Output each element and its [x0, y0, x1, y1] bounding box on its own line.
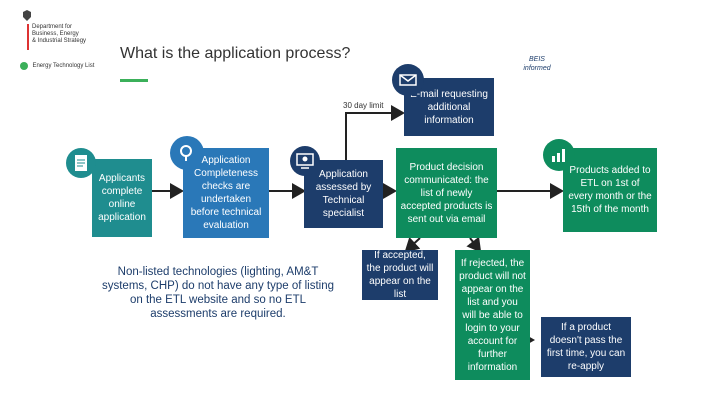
step-decision: Product decision communicated: the list … [396, 148, 497, 238]
step-applicants-text: Applicants complete online application [98, 173, 146, 223]
step-added-text: Products added to ETL on 1st of every mo… [568, 165, 652, 215]
step-decision-text: Product decision communicated: the list … [400, 161, 493, 225]
logo-line-1: Department for [32, 24, 73, 30]
page-title: What is the application process? [120, 45, 351, 62]
step-rejected-text: If rejected, the product will not appear… [459, 257, 526, 373]
title-accent-bar [120, 79, 148, 82]
beis-informed-label: BEIS informed [523, 56, 551, 72]
thirty-day-limit-label: 30 day limit [343, 101, 384, 110]
step-completeness: Application Completeness checks are unde… [183, 148, 269, 238]
crest-icon [22, 10, 32, 22]
arrow-assessed-to-email [345, 105, 405, 160]
envelope-icon [392, 64, 424, 96]
arrow-decision-to-accepted [404, 236, 421, 253]
step-applicants: Applicants complete online application [92, 159, 152, 237]
step-reapply: If a product doesn't pass the first time… [541, 317, 631, 377]
step-completeness-text: Application Completeness checks are unde… [190, 155, 262, 231]
step-assessed-text: Application assessed by Technical specia… [315, 169, 372, 219]
step-added: Products added to ETL on 1st of every mo… [563, 148, 657, 232]
logo-line-2: Business, Energy [32, 31, 79, 37]
document-icon [66, 148, 96, 178]
arrow-decision-to-rejected [466, 236, 482, 253]
logo-line-3: & Industrial Strategy [32, 38, 87, 44]
step-reapply-text: If a product doesn't pass the first time… [546, 322, 626, 372]
magnifier-icon [170, 136, 204, 170]
step-email-text: E-mail requesting additional information [410, 88, 488, 126]
bar-chart-icon [543, 139, 575, 171]
step-accepted: If accepted, the product will appear on … [362, 250, 438, 300]
leaf-icon [20, 61, 28, 70]
energy-technology-list-logo: Energy Technology List [20, 57, 95, 70]
step-accepted-text: If accepted, the product will appear on … [366, 250, 434, 300]
specialist-icon [290, 146, 320, 176]
non-listed-note: Non-listed technologies (lighting, AM&T … [101, 266, 335, 320]
energy-tech-label: Energy Technology List [32, 62, 95, 69]
beis-logo: Department for Business, Energy & Indust… [22, 10, 102, 50]
step-assessed: Application assessed by Technical specia… [304, 160, 383, 228]
step-rejected: If rejected, the product will not appear… [455, 250, 530, 380]
